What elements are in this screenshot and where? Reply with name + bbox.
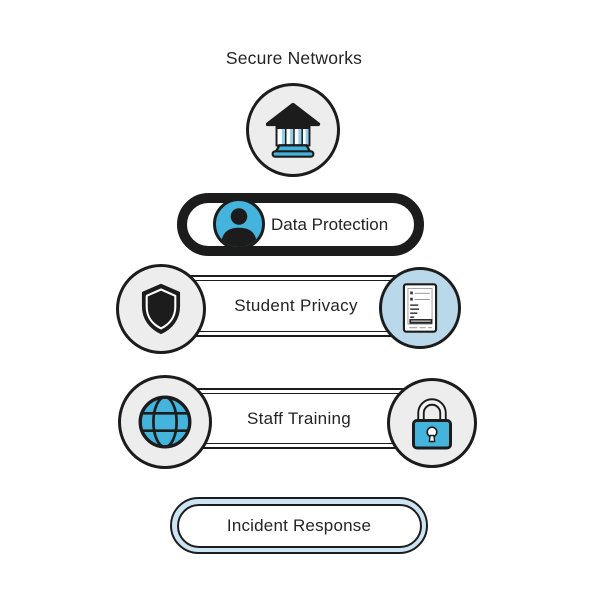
- globe-icon: [136, 393, 194, 451]
- lock-icon: [404, 393, 460, 453]
- document-icon: [395, 280, 445, 336]
- bank-node: [246, 83, 340, 177]
- staff-training-bar-inner: Staff Training: [168, 392, 430, 445]
- document-node: [379, 267, 461, 349]
- person-icon: [213, 198, 265, 250]
- student-privacy-label: Student Privacy: [234, 296, 358, 315]
- incident-response-pill: Incident Response: [170, 497, 428, 554]
- bank-icon: [262, 99, 324, 161]
- globe-node: [118, 375, 212, 469]
- data-protection-label: Data Protection: [271, 215, 389, 234]
- shield-node: [116, 264, 206, 354]
- incident-response-inner: Incident Response: [176, 503, 422, 548]
- data-protection-pill: Data Protection: [177, 193, 424, 256]
- lock-node: [387, 378, 477, 468]
- shield-icon: [135, 281, 187, 337]
- staff-training-label: Staff Training: [246, 408, 352, 428]
- diagram-title: Secure Networks: [225, 48, 363, 68]
- incident-response-label: Incident Response: [226, 515, 372, 535]
